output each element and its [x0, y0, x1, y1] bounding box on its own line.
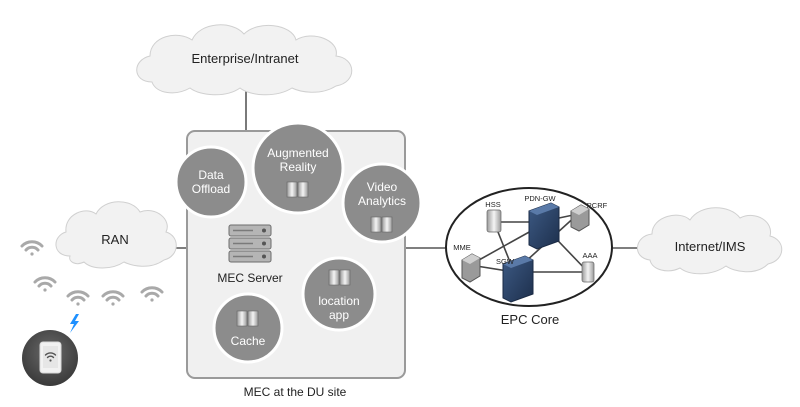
wifi-icon: [140, 286, 164, 302]
cloud-enterprise: [136, 24, 353, 96]
video-analytics-line1: Video: [366, 180, 398, 194]
database-icon: [236, 310, 259, 327]
wifi-icons: [20, 240, 164, 306]
cache-line1: Cache: [230, 334, 266, 348]
epc-aaa-label: AAA: [582, 251, 598, 260]
wifi-icon: [20, 240, 44, 256]
circle-data-offload: [174, 145, 248, 219]
lightning-icon: [70, 314, 79, 333]
server-stack-icon: [228, 224, 272, 263]
epc-pdn-gw-label: PDN-GW: [524, 194, 556, 203]
augmented-reality-line1: Augmented: [267, 146, 329, 160]
epc-nodes: [461, 202, 595, 303]
epc-core-caption: EPC Core: [500, 312, 560, 327]
location-app-line1: location: [318, 294, 360, 308]
server-tower-icon: [461, 253, 481, 283]
data-offload-line2: Offload: [191, 182, 231, 196]
augmented-reality-label: Augmented Reality: [258, 146, 338, 174]
enterprise-cloud-label: Enterprise/Intranet: [191, 51, 299, 66]
cloud-ran: [55, 201, 177, 269]
epc-hss-label: HSS: [485, 200, 501, 209]
circle-video-analytics: [341, 162, 423, 244]
database-icon: [486, 209, 502, 233]
data-offload-label: Data Offload: [181, 168, 241, 196]
database-icon: [328, 269, 351, 286]
mec-site-caption: MEC at the DU site: [243, 385, 347, 399]
circle-location-app: [301, 256, 377, 332]
wifi-icon: [66, 290, 90, 306]
database-icons: [236, 181, 393, 327]
epc-pcrf-label: PCRF: [586, 201, 608, 210]
circle-cache: [212, 292, 284, 364]
database-icon: [286, 181, 309, 198]
database-icon: [581, 261, 595, 283]
blade-server-icon: [528, 202, 560, 250]
video-analytics-line2: Analytics: [357, 194, 407, 208]
cloud-internet: [637, 207, 783, 275]
location-app-label: location app: [309, 294, 369, 322]
location-app-line2: app: [328, 308, 350, 322]
internet-cloud-label: Internet/IMS: [674, 239, 746, 254]
mec-app-circles: [174, 121, 423, 364]
circle-augmented-reality: [251, 121, 345, 215]
tablet-icon: [22, 330, 78, 386]
augmented-reality-line2: Reality: [279, 160, 317, 174]
database-icon: [370, 216, 393, 233]
epc-mme-label: MME: [453, 243, 471, 252]
video-analytics-label: Video Analytics: [347, 180, 417, 208]
wifi-icon: [101, 290, 125, 306]
ran-cloud-label: RAN: [101, 232, 129, 247]
blade-server-icon: [502, 255, 534, 303]
data-offload-line1: Data: [198, 168, 224, 182]
epc-sgw-label: SGW: [496, 257, 514, 266]
cache-label: Cache: [218, 334, 278, 348]
mec-server-label: MEC Server: [217, 271, 283, 285]
server-tower-icon: [570, 204, 590, 232]
wifi-icon: [33, 276, 57, 292]
